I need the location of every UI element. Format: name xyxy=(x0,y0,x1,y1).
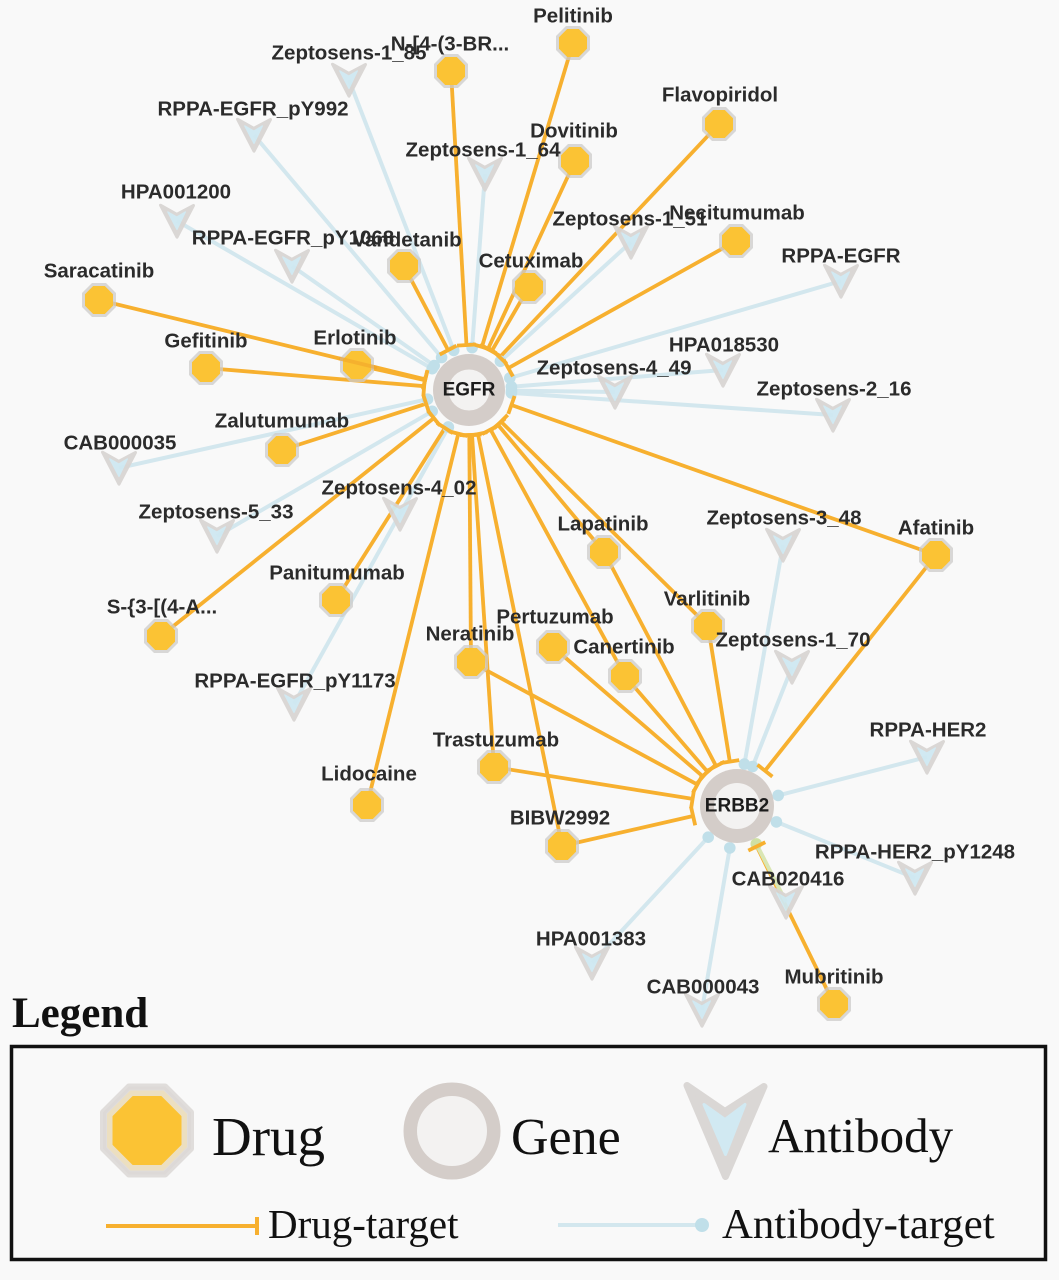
svg-text:Zalutumumab: Zalutumumab xyxy=(215,410,349,433)
svg-text:Zeptosens-5_33: Zeptosens-5_33 xyxy=(139,501,294,524)
svg-text:Canertinib: Canertinib xyxy=(573,636,674,659)
svg-text:RPPA-EGFR_pY1068: RPPA-EGFR_pY1068 xyxy=(192,227,394,250)
svg-text:Zeptosens-1_85: Zeptosens-1_85 xyxy=(272,42,427,65)
svg-text:Antibody-target: Antibody-target xyxy=(722,1201,995,1248)
svg-text:Afatinib: Afatinib xyxy=(898,517,974,540)
svg-text:RPPA-HER2_pY1248: RPPA-HER2_pY1248 xyxy=(815,841,1015,864)
svg-text:HPA018530: HPA018530 xyxy=(669,334,779,357)
svg-text:RPPA-EGFR_pY1173: RPPA-EGFR_pY1173 xyxy=(194,670,395,693)
svg-text:Neratinib: Neratinib xyxy=(426,623,515,646)
svg-text:S-{3-[(4-A...: S-{3-[(4-A... xyxy=(107,596,217,619)
svg-text:Cetuximab: Cetuximab xyxy=(479,250,584,273)
svg-text:CAB000043: CAB000043 xyxy=(647,976,760,999)
svg-text:RPPA-EGFR: RPPA-EGFR xyxy=(781,245,900,268)
svg-text:HPA001383: HPA001383 xyxy=(536,928,646,951)
svg-text:Zeptosens-2_16: Zeptosens-2_16 xyxy=(757,378,912,401)
svg-text:Necitumumab: Necitumumab xyxy=(669,202,805,225)
svg-text:N-[4-(3-BR...: N-[4-(3-BR... xyxy=(391,33,509,56)
svg-text:Mubritinib: Mubritinib xyxy=(784,966,883,989)
svg-text:BIBW2992: BIBW2992 xyxy=(510,807,610,830)
svg-text:Gefitinib: Gefitinib xyxy=(164,330,247,353)
svg-text:RPPA-HER2: RPPA-HER2 xyxy=(870,719,987,742)
svg-text:Flavopiridol: Flavopiridol xyxy=(662,84,778,107)
svg-text:Pertuzumab: Pertuzumab xyxy=(496,606,613,629)
svg-text:Varlitinib: Varlitinib xyxy=(664,588,751,611)
svg-text:Zeptosens-1_64: Zeptosens-1_64 xyxy=(406,139,562,162)
svg-text:RPPA-EGFR_pY992: RPPA-EGFR_pY992 xyxy=(157,98,348,121)
svg-text:Zeptosens-4_02: Zeptosens-4_02 xyxy=(322,477,477,500)
svg-text:Zeptosens-1_51: Zeptosens-1_51 xyxy=(553,208,708,231)
svg-text:Antibody: Antibody xyxy=(768,1108,954,1163)
svg-text:Saracatinib: Saracatinib xyxy=(44,260,155,283)
svg-text:Zeptosens-1_70: Zeptosens-1_70 xyxy=(716,629,871,652)
svg-text:Legend: Legend xyxy=(12,990,148,1037)
svg-text:HPA001200: HPA001200 xyxy=(121,181,231,204)
svg-text:CAB000035: CAB000035 xyxy=(64,432,177,455)
svg-text:EGFR: EGFR xyxy=(443,380,496,401)
svg-text:Trastuzumab: Trastuzumab xyxy=(433,729,559,752)
svg-text:CAB020416: CAB020416 xyxy=(732,868,845,891)
svg-text:Erlotinib: Erlotinib xyxy=(313,327,396,350)
svg-text:Drug: Drug xyxy=(212,1106,325,1167)
svg-text:Vandetanib: Vandetanib xyxy=(352,229,461,252)
svg-text:Pelitinib: Pelitinib xyxy=(533,5,613,28)
svg-text:Lapatinib: Lapatinib xyxy=(557,513,648,536)
svg-text:Drug-target: Drug-target xyxy=(268,1201,459,1247)
svg-text:Panitumumab: Panitumumab xyxy=(269,562,405,585)
svg-text:Gene: Gene xyxy=(511,1109,621,1166)
svg-text:Zeptosens-3_48: Zeptosens-3_48 xyxy=(707,507,862,530)
svg-text:Dovitinib: Dovitinib xyxy=(530,120,618,143)
svg-text:Lidocaine: Lidocaine xyxy=(321,763,417,786)
svg-text:Zeptosens-4_49: Zeptosens-4_49 xyxy=(537,357,692,380)
svg-text:ERBB2: ERBB2 xyxy=(705,796,769,817)
